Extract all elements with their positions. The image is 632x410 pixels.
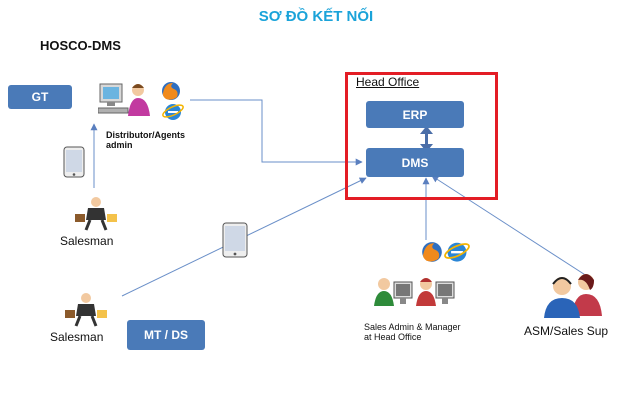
manager-user-icon xyxy=(416,278,455,306)
mt-ds-box: MT / DS xyxy=(127,320,205,350)
salesman-icon-bottom xyxy=(65,293,107,327)
sales-admin-user-icon xyxy=(374,278,413,306)
ie-icon xyxy=(162,104,184,120)
diagram-title: SƠ ĐỒ KẾT NỐI xyxy=(258,8,374,25)
link-asm-dms xyxy=(431,175,591,279)
asm-label: ASM/Sales Sup xyxy=(524,324,609,338)
system-name: HOSCO-DMS xyxy=(40,38,121,53)
tablet-icon-middle xyxy=(222,222,248,258)
erp-box: ERP xyxy=(366,101,464,128)
asm-headset-user-icon xyxy=(544,274,602,318)
head-office-frame xyxy=(345,72,498,200)
link-distributor-dms xyxy=(190,99,363,166)
firefox-icon xyxy=(162,82,180,100)
head-office-label: Head Office xyxy=(356,75,420,89)
salesman-label-top: Salesman xyxy=(60,234,114,248)
dms-box: DMS xyxy=(366,148,464,177)
distributor-label: Distributor/Agents admin xyxy=(106,130,186,150)
ie-icon-admin xyxy=(444,242,470,262)
salesman-icon-top xyxy=(75,197,117,231)
distributor-user-icon xyxy=(98,83,150,116)
gt-box: GT xyxy=(8,85,72,109)
sales-admin-label: Sales Admin & Manager at Head Office xyxy=(364,322,461,342)
salesman-label-bottom: Salesman xyxy=(50,330,104,344)
firefox-icon-admin xyxy=(422,242,442,262)
tablet-icon-top xyxy=(63,146,85,178)
